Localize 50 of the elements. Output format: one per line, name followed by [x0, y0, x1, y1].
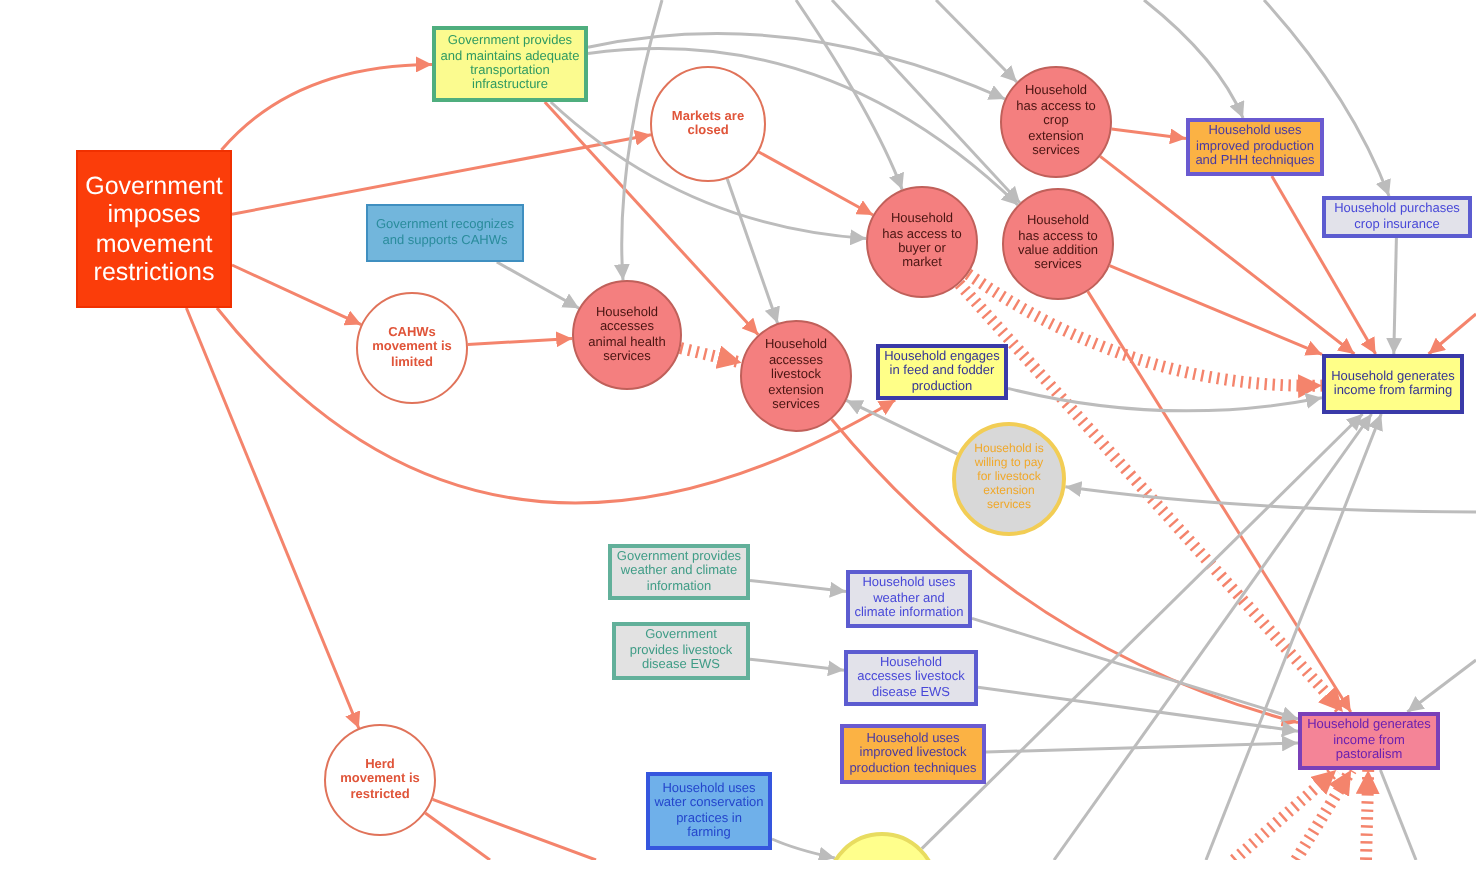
delayed-causal-arrow — [678, 342, 743, 369]
causal-arrow — [934, 0, 1018, 84]
causal-arrow — [794, 0, 904, 191]
causal-arrow — [971, 616, 1299, 722]
connector-line — [1379, 769, 1418, 860]
causal-arrow — [496, 260, 580, 310]
causal-arrow — [771, 837, 836, 860]
causal-arrow — [977, 685, 1299, 737]
causal-arrow — [1143, 0, 1245, 119]
causal-arrow — [1204, 413, 1383, 860]
causal-arrow — [231, 263, 362, 326]
factor-box: Government imposes movement restrictions — [76, 150, 232, 308]
delayed-causal-arrow — [1290, 766, 1357, 860]
causal-arrow — [758, 150, 874, 217]
causal-arrow — [1262, 0, 1391, 197]
connector-line — [432, 798, 597, 860]
causal-arrow — [220, 56, 433, 151]
causal-arrow — [549, 100, 867, 245]
delayed-causal-arrow — [1230, 765, 1341, 860]
causal-arrow — [1099, 155, 1356, 356]
causal-arrow — [920, 412, 1364, 850]
causal-arrow — [1427, 312, 1476, 356]
causal-arrow — [231, 129, 652, 216]
causal-arrow — [543, 101, 760, 336]
causal-arrow — [1406, 658, 1476, 714]
causal-arrow — [215, 307, 896, 505]
causal-arrow — [1111, 127, 1187, 145]
causal-arrow — [749, 578, 847, 598]
causal-arrow — [830, 418, 1299, 726]
causal-arrow — [1007, 386, 1323, 413]
causal-arrow — [614, 0, 664, 281]
delayed-causal-arrow — [954, 279, 1348, 716]
causal-arrow — [1052, 413, 1373, 860]
causal-arrow — [830, 0, 1022, 204]
causal-arrow — [725, 178, 780, 324]
delayed-causal-arrow — [964, 269, 1323, 398]
causal-arrow — [845, 399, 959, 456]
causal-arrow — [185, 307, 361, 729]
causal-arrow — [467, 331, 573, 348]
causal-arrow — [749, 657, 845, 677]
causal-arrow — [1270, 175, 1377, 355]
causal-arrow — [1386, 237, 1403, 355]
causal-arrow — [587, 47, 1019, 207]
connector-line — [424, 811, 491, 860]
delayed-causal-arrow — [1355, 769, 1380, 860]
causal-arrow — [1086, 290, 1353, 713]
causal-arrow — [1065, 480, 1476, 514]
causal-arrow — [587, 32, 1006, 101]
causal-arrow — [985, 735, 1299, 754]
causal-arrow — [1109, 264, 1323, 356]
